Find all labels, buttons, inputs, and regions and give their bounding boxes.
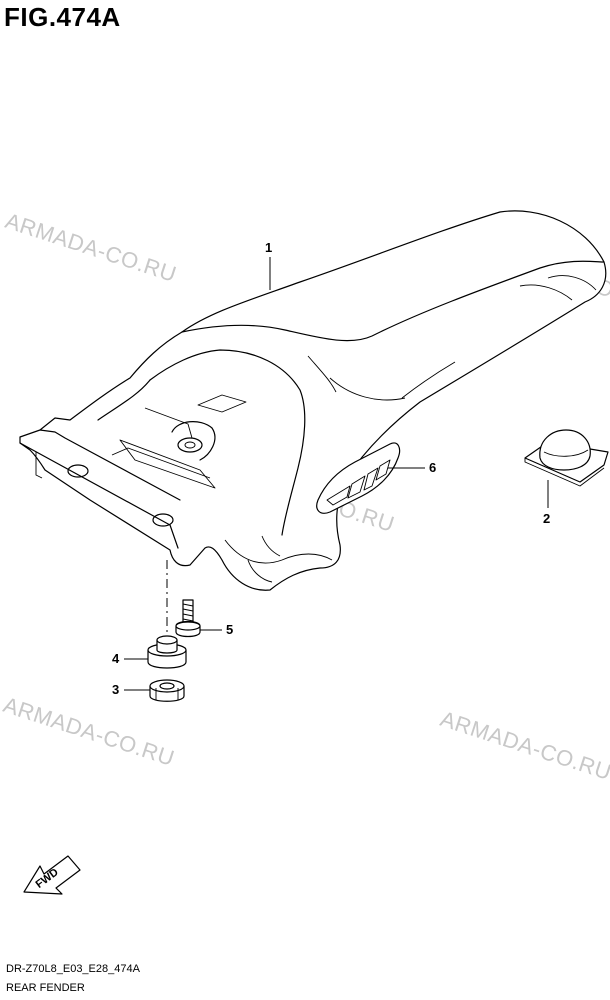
figure-name: REAR FENDER (6, 982, 85, 994)
nut-part[interactable] (149, 679, 185, 702)
fender-emblem-part[interactable] (316, 442, 401, 514)
rear-fender-part[interactable] (19, 210, 607, 591)
forward-arrow-icon: FWD (23, 855, 81, 895)
callout-1: 1 (265, 240, 273, 255)
callout-4: 4 (112, 651, 120, 666)
callout-3: 3 (112, 682, 120, 697)
figure-code: DR-Z70L8_E03_E28_474A (6, 963, 140, 975)
callout-5: 5 (226, 622, 234, 637)
bolt-part[interactable] (175, 599, 201, 638)
callout-6: 6 (429, 460, 437, 475)
figure-title: FIG.474A (4, 2, 121, 32)
rubber-cushion-part[interactable] (524, 429, 609, 487)
callout-2: 2 (543, 511, 551, 526)
collar-part[interactable] (147, 635, 187, 669)
